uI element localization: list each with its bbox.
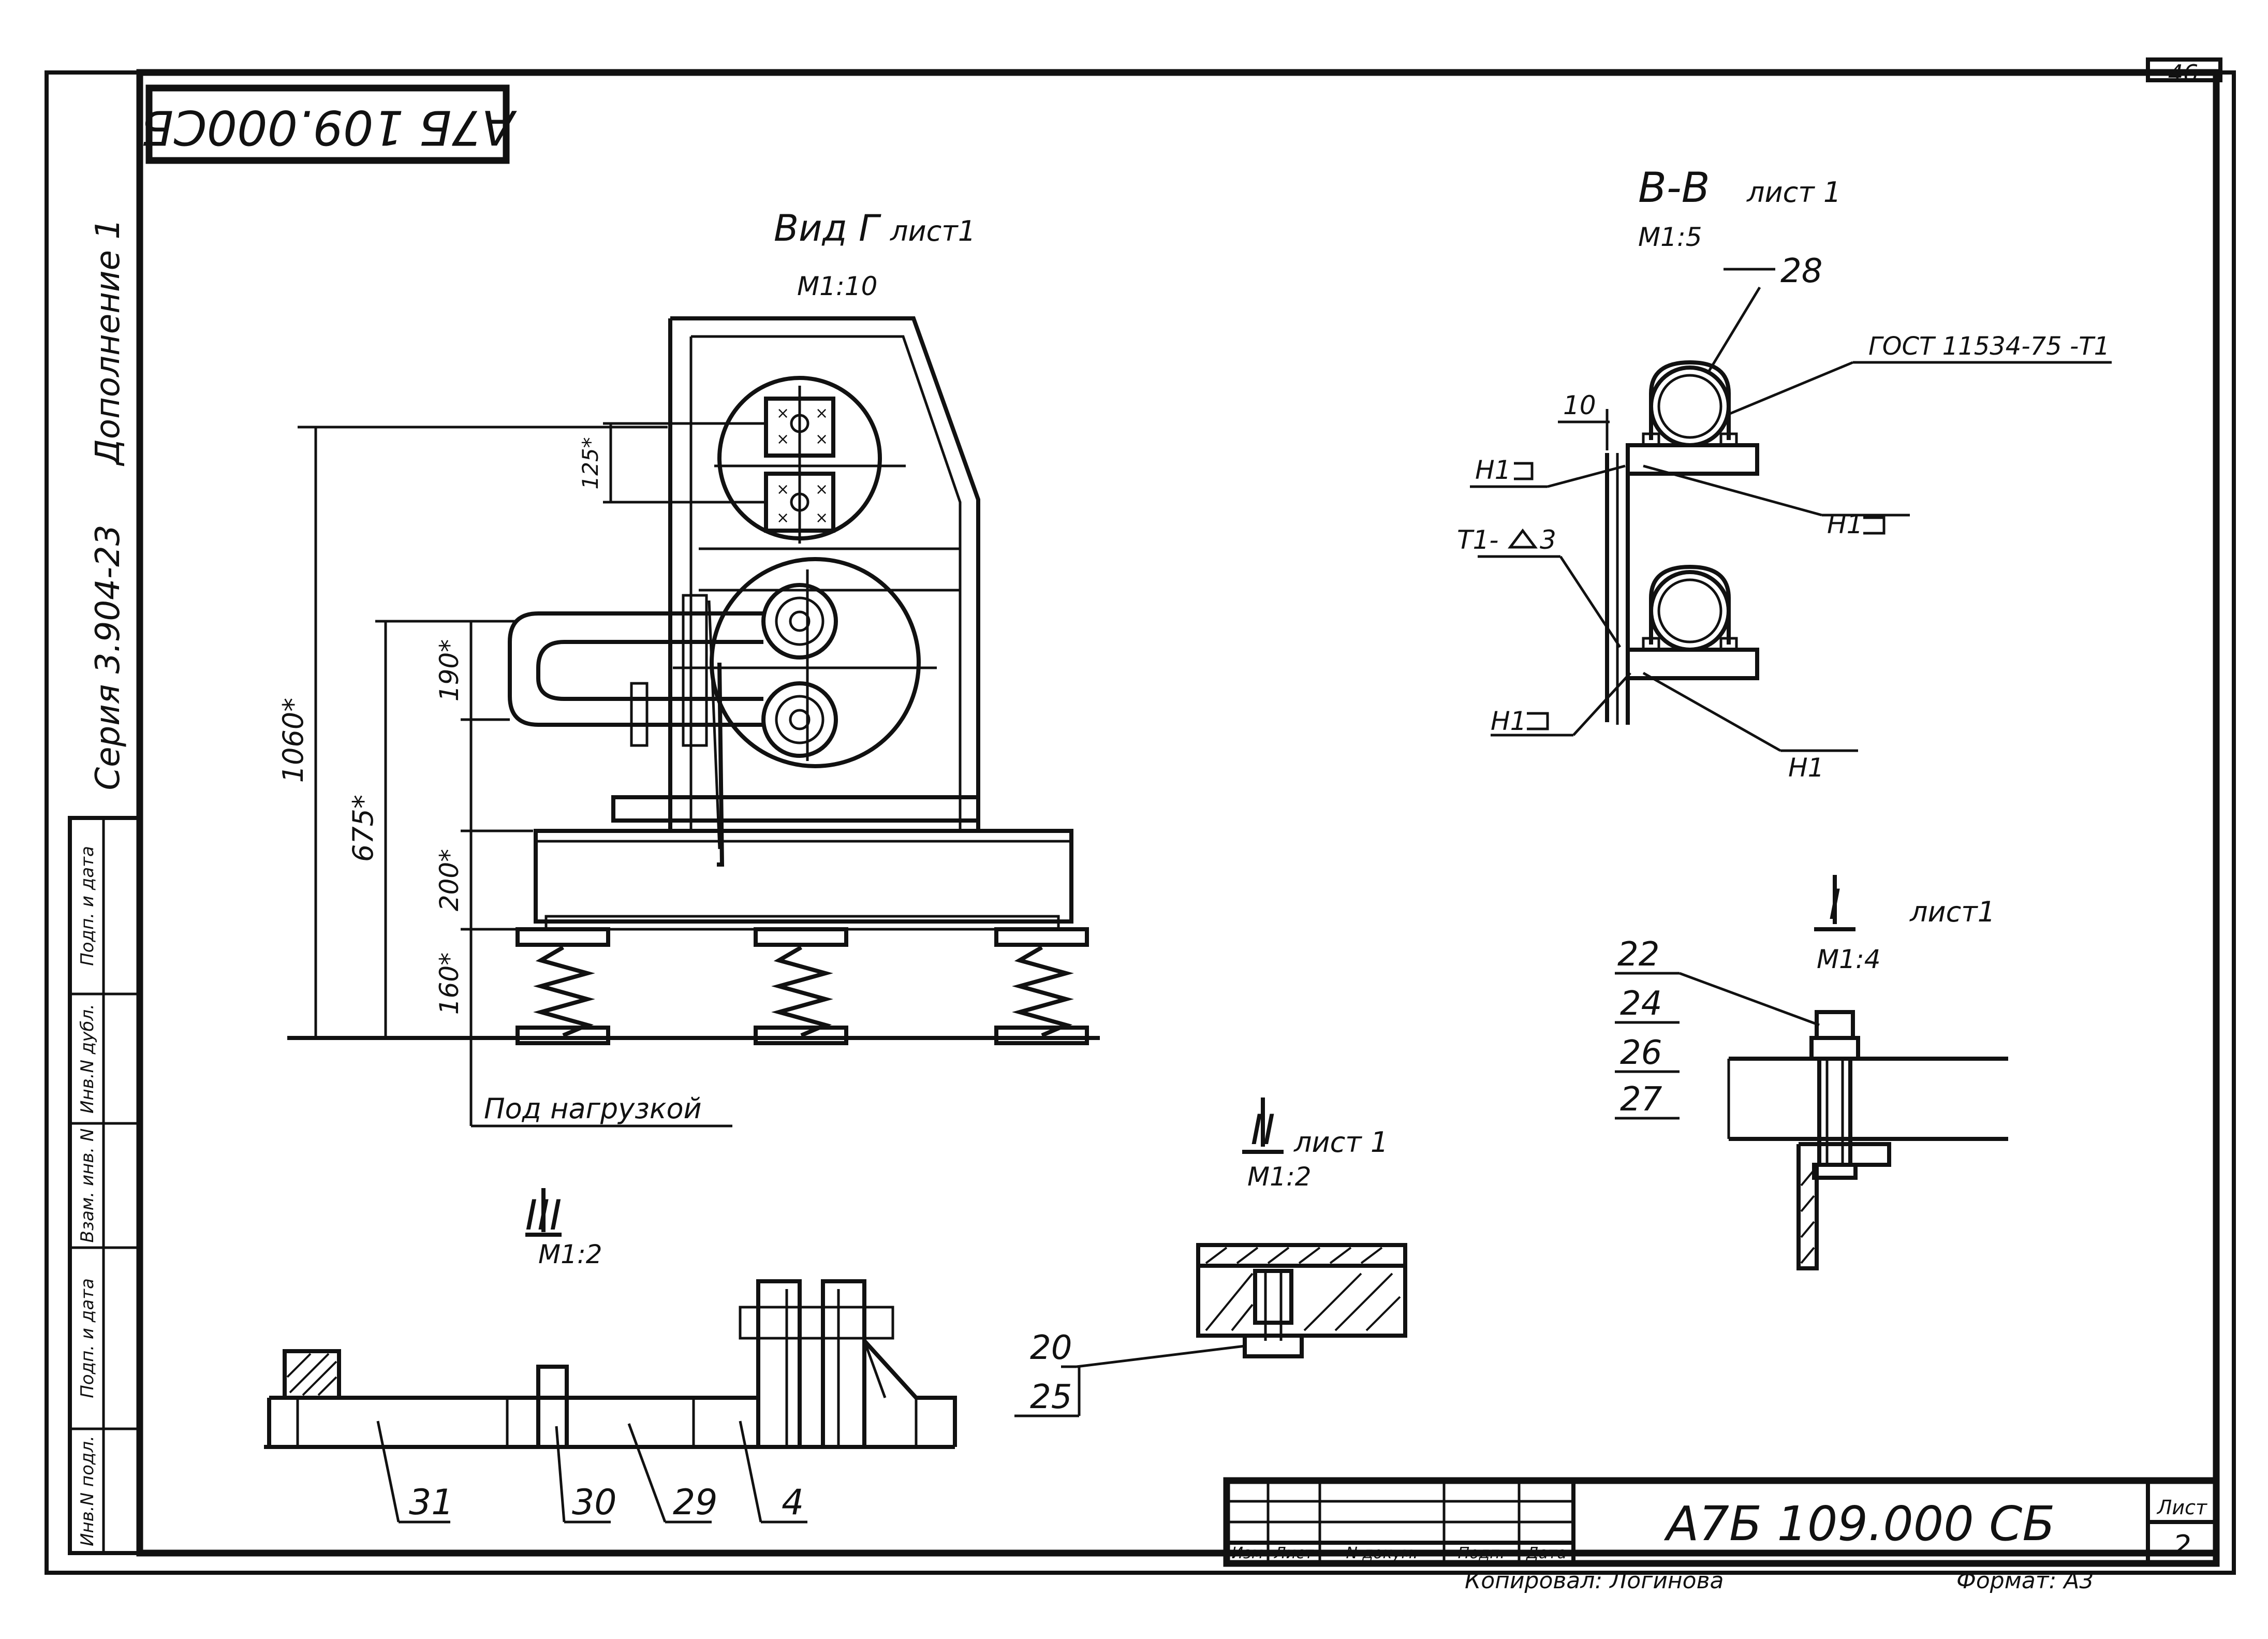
detail-3-drawing <box>264 1188 957 1524</box>
section-bb-sheet-ref: лист 1 <box>1746 176 1841 209</box>
stamp-field-inv-original: Инв.N подл. <box>77 1436 98 1546</box>
callout-29: 29 <box>673 1482 718 1523</box>
callout-26: 26 <box>1620 1034 1662 1072</box>
callout-27: 27 <box>1620 1080 1662 1119</box>
svg-text:×: × <box>776 480 789 499</box>
svg-text:×: × <box>815 430 828 448</box>
section-bb-scale: М1:5 <box>1638 222 1702 252</box>
title-col-date: Дата <box>1525 1544 1567 1562</box>
title-col-sheet: Лист <box>1274 1544 1315 1562</box>
dim-mid-height: 675* <box>347 795 379 862</box>
dim-10: 10 <box>1563 390 1596 420</box>
stamp-field-replace-inv: Взам. инв. N <box>77 1129 98 1243</box>
callout-30: 30 <box>572 1482 617 1523</box>
weld-symbol-c <box>1527 712 1549 730</box>
side-addendum: Дополнение 1 <box>89 218 127 466</box>
format-label: Формат: А3 <box>1956 1568 2094 1594</box>
title-sheet-value: 2 <box>2173 1529 2191 1563</box>
load-note: Под нагрузкой <box>484 1092 702 1125</box>
weld-symbol-a <box>1514 462 1534 480</box>
view-g-title: Вид Г <box>774 207 881 250</box>
weld-t1-leg: 3 <box>1540 525 1556 555</box>
detail-2-drawing <box>1014 1097 1407 1417</box>
svg-text:×: × <box>776 430 789 448</box>
rotated-designation: А7Б 109.000СБ <box>141 100 517 155</box>
svg-text:×: × <box>776 404 789 422</box>
svg-text:×: × <box>815 480 828 499</box>
stamp-field-sign-date-2: Подп. и дата <box>77 846 98 966</box>
detail-1-drawing <box>1615 875 2008 1270</box>
dim-mid-pitch: 190* <box>434 639 464 701</box>
view-g-scale: М1:10 <box>797 271 877 301</box>
section-bb-title: В-В <box>1638 164 1710 212</box>
stamp-field-sign-date-1: Подп. и дата <box>77 1278 98 1398</box>
spring-right <box>994 927 1089 1045</box>
section-bb-drawing <box>1470 268 2112 752</box>
dim-spring-height: 160* <box>434 953 464 1015</box>
callout-20: 20 <box>1030 1329 1072 1367</box>
svg-text:×: × <box>815 404 828 422</box>
detail-3-numeral: III <box>525 1191 562 1239</box>
detail-3-scale: М1:2 <box>538 1239 602 1269</box>
title-designation: А7Б 109.000 СБ <box>1664 1496 2055 1552</box>
detail-2-sheet-ref: лист 1 <box>1293 1126 1388 1159</box>
stamp-field-inv-duplicate: Инв.N дубл. <box>77 1004 98 1114</box>
callout-31: 31 <box>409 1482 454 1523</box>
title-block-grid <box>1223 1477 2220 1567</box>
svg-text:×: × <box>776 509 789 527</box>
dim-top-pitch: 125* <box>578 437 603 489</box>
spring-middle <box>754 927 848 1045</box>
callout-28: 28 <box>1780 252 1822 290</box>
detail-1-scale: М1:4 <box>1817 944 1881 974</box>
detail-1-sheet-ref: лист1 <box>1909 896 1995 928</box>
svg-text:×: × <box>815 509 828 527</box>
copied-by: Копировал: Логинова <box>1465 1568 1724 1594</box>
title-col-document: N докум. <box>1346 1544 1418 1562</box>
title-col-change: Изм <box>1231 1544 1263 1562</box>
dim-frame-height: 200* <box>434 849 464 911</box>
left-stamp <box>68 816 142 1555</box>
detail-1-numeral: I <box>1829 881 1841 929</box>
weld-t1: Т1- <box>1457 525 1498 555</box>
gost-note: ГОСТ 11534-75 -Т1 <box>1868 332 2110 361</box>
callout-24: 24 <box>1620 985 1662 1023</box>
weld-h1-b: Н1 <box>1827 509 1863 539</box>
title-col-signature: Подп. <box>1458 1544 1505 1562</box>
sheet-frame <box>45 57 2236 1575</box>
view-g-drawing: × × × × × × × × <box>287 316 1100 1128</box>
weld-symbol-b <box>1863 516 1886 535</box>
callout-4: 4 <box>782 1482 804 1523</box>
weld-h1-d: Н1 <box>1788 753 1824 783</box>
detail-2-numeral: II <box>1250 1106 1275 1154</box>
weld-triangle <box>1508 528 1538 549</box>
dim-overall-height: 1060* <box>277 698 310 783</box>
weld-h1-a: Н1 <box>1475 455 1511 485</box>
view-g-sheet-ref: лист1 <box>890 215 976 247</box>
sheet-number: 46 <box>2168 60 2199 87</box>
callout-22: 22 <box>1617 935 1659 974</box>
callout-25: 25 <box>1030 1378 1072 1416</box>
title-sheet-label: Лист <box>2156 1496 2208 1519</box>
side-series: Серия 3.904-23 <box>89 525 127 791</box>
rotated-designation-box: А7Б 109.000СБ <box>141 84 517 164</box>
detail-2-scale: М1:2 <box>1247 1162 1312 1192</box>
weld-h1-c: Н1 <box>1491 706 1526 736</box>
spring-left <box>516 927 610 1045</box>
